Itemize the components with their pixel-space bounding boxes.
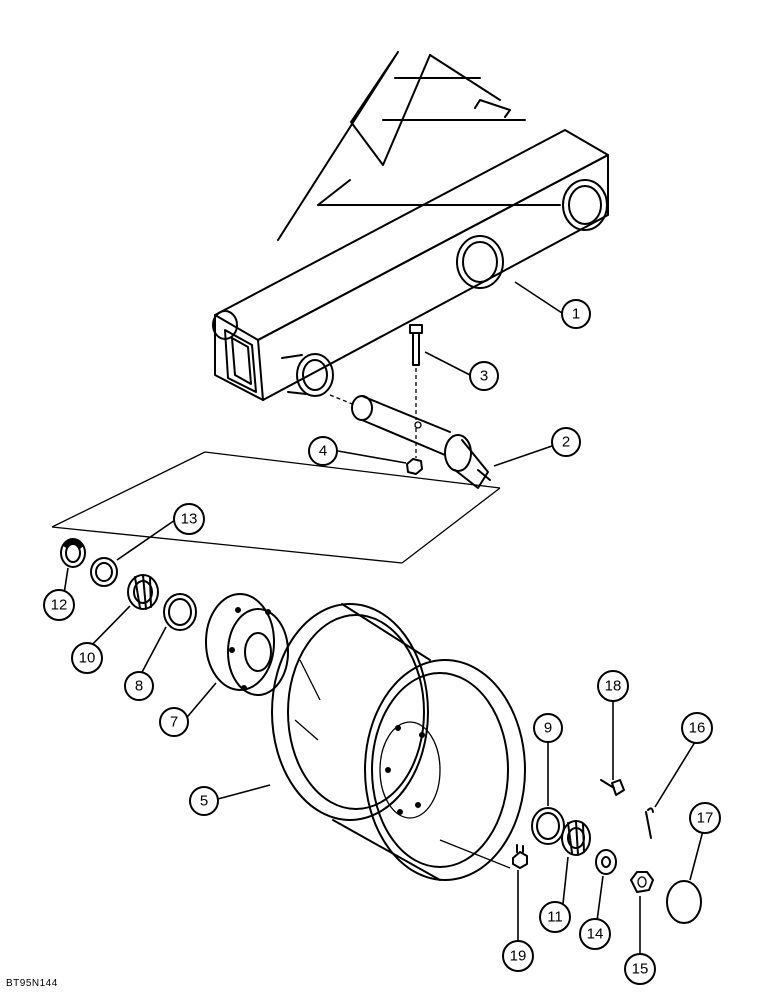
svg-text:5: 5	[200, 793, 208, 810]
callout-3: 3	[469, 361, 499, 391]
callout-7: 7	[159, 707, 189, 737]
svg-text:7: 7	[170, 714, 178, 731]
svg-text:19: 19	[510, 948, 527, 965]
svg-text:13: 13	[181, 511, 198, 528]
callout-14: 14	[579, 918, 611, 950]
callout-9: 9	[533, 713, 563, 743]
cotter-pin-part	[645, 807, 654, 839]
svg-text:11: 11	[547, 909, 563, 926]
spindle-part	[329, 394, 491, 489]
callout-15: 15	[624, 953, 656, 985]
callout-12: 12	[43, 589, 75, 621]
svg-text:2: 2	[562, 434, 570, 451]
hub-part	[205, 593, 289, 696]
svg-text:9: 9	[544, 720, 552, 737]
svg-text:18: 18	[605, 678, 622, 695]
bearing-cup-8-part	[163, 593, 197, 631]
callout-13: 13	[173, 503, 205, 535]
callout-4: 4	[308, 436, 338, 466]
callout-8: 8	[124, 671, 154, 701]
svg-text:17: 17	[697, 810, 714, 827]
svg-text:4: 4	[319, 443, 327, 460]
callout-18: 18	[597, 670, 629, 702]
svg-text:15: 15	[632, 961, 649, 978]
svg-text:10: 10	[79, 650, 96, 667]
washer-part	[595, 849, 617, 875]
outer-bearing-cup-part	[531, 807, 565, 845]
callout-11: 11	[539, 901, 571, 933]
leader-lines	[63, 281, 705, 955]
nut-part	[406, 428, 423, 475]
hub-cap-part	[666, 880, 702, 924]
svg-text:8: 8	[135, 678, 143, 695]
wheel-bolt-part	[439, 839, 528, 869]
callout-2: 2	[551, 427, 581, 457]
outer-bearing-cone-part	[561, 820, 591, 856]
wheel-rim-part	[271, 603, 526, 881]
bearing-cup-part	[90, 557, 118, 587]
svg-text:1: 1	[572, 306, 580, 323]
callout-17: 17	[689, 802, 721, 834]
bolt-part	[409, 324, 423, 420]
drawing-code: BT95N144	[6, 978, 58, 989]
axle-beam-part	[212, 51, 609, 401]
assembly-outline	[51, 451, 501, 564]
bearing-cone-part	[127, 574, 159, 610]
grease-fitting-part	[600, 779, 625, 796]
callout-16: 16	[681, 712, 713, 744]
svg-text:3: 3	[480, 368, 488, 385]
callout-1: 1	[561, 299, 591, 329]
callout-5: 5	[189, 786, 219, 816]
svg-text:16: 16	[689, 720, 706, 737]
seal-part	[60, 538, 86, 568]
callout-10: 10	[71, 642, 103, 674]
castle-nut-part	[630, 871, 654, 893]
callout-19: 19	[502, 940, 534, 972]
svg-text:14: 14	[587, 926, 604, 943]
svg-text:12: 12	[51, 597, 68, 614]
